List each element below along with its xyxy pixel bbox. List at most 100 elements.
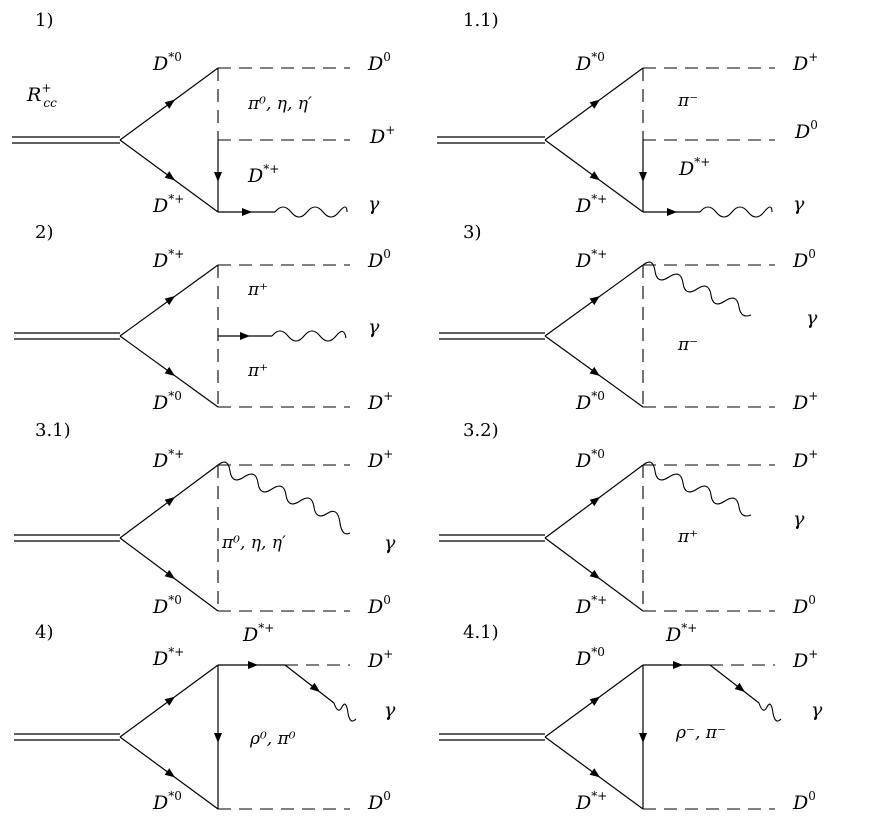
photon-lead-arrow bbox=[240, 332, 250, 340]
diagram-1: 1) R+cc D*0 D*+ D0 D+ γ π⁰, η, η′ D*+ bbox=[12, 10, 395, 218]
lower-line-label: D*+ bbox=[575, 789, 607, 814]
upper-arrow bbox=[164, 497, 175, 507]
out-top-label: D+ bbox=[367, 647, 393, 672]
upper-arrow bbox=[164, 99, 175, 109]
exchange-label: ρ⁻, π⁻ bbox=[675, 723, 726, 743]
upper-arrow bbox=[164, 696, 175, 706]
diagram-number: 2) bbox=[35, 222, 53, 243]
diagram-1-1: 1.1) D*0 D*+ D+ D0 γ π⁻ D*+ bbox=[437, 10, 818, 218]
diagram-3-1: 3.1) D*+ D*0 D+ γ D0 π⁰, η, η′ bbox=[14, 420, 396, 618]
exchange-label: π⁻ bbox=[677, 91, 698, 111]
diagram-4-1: 4.1) D*+ D*0 D*+ D+ γ D0 ρ⁻, π⁻ bbox=[439, 621, 823, 814]
upper-arrow bbox=[589, 696, 600, 706]
out-top-label: D+ bbox=[367, 447, 393, 472]
out-top-label: D0 bbox=[367, 50, 391, 75]
out-mid-label: γ bbox=[793, 508, 805, 530]
photon-wavy-line bbox=[274, 206, 348, 218]
upper-line-label: D*+ bbox=[152, 247, 184, 272]
top-internal-label: D*+ bbox=[665, 621, 697, 646]
lower-arrow bbox=[589, 171, 600, 181]
photon-lead-arrow bbox=[242, 208, 252, 216]
out-mid-label: D0 bbox=[794, 118, 818, 143]
upper-exchange-label: π⁺ bbox=[247, 280, 268, 300]
photon-wavy-line bbox=[333, 702, 357, 722]
lower-line-label: D*+ bbox=[575, 593, 607, 618]
lower-arrow bbox=[164, 569, 175, 579]
lower-line-label: D*0 bbox=[152, 593, 182, 618]
lower-exchange-label: π⁺ bbox=[247, 361, 268, 381]
exchange-arrow bbox=[639, 733, 647, 743]
top-internal-arrow bbox=[248, 661, 258, 669]
exchange-label: π⁺ bbox=[677, 527, 698, 547]
out-mid-label: D+ bbox=[369, 123, 395, 148]
internal-arrow bbox=[639, 172, 647, 182]
lower-line-label: D*0 bbox=[575, 389, 605, 414]
diagram-number: 3) bbox=[463, 222, 481, 243]
photon-lead-line bbox=[709, 664, 760, 704]
out-bottom-label: D0 bbox=[367, 593, 391, 618]
exchange-label: π⁰, η, η′ bbox=[221, 533, 286, 553]
top-internal-arrow bbox=[673, 661, 683, 669]
lower-line-label: D*0 bbox=[152, 789, 182, 814]
lower-line-label: D*0 bbox=[152, 389, 182, 414]
photon-wavy-line bbox=[758, 702, 782, 722]
out-mid-label: γ bbox=[811, 699, 823, 721]
internal-label: D*+ bbox=[678, 155, 710, 180]
photon-lead-arrow bbox=[734, 682, 745, 692]
photon-wavy-line bbox=[642, 261, 752, 317]
photon-wavy-line bbox=[217, 461, 351, 535]
out-bottom-label: γ bbox=[793, 193, 805, 215]
upper-arrow bbox=[589, 497, 600, 507]
exchange-label: π⁰, η, η′ bbox=[247, 94, 312, 114]
lower-arrow bbox=[164, 768, 175, 778]
diagram-3: 3) D*+ D*0 D0 γ D+ π⁻ bbox=[439, 222, 818, 414]
out-mid-label: γ bbox=[368, 316, 380, 338]
exchange-arrow bbox=[214, 733, 222, 743]
diagram-3-2: 3.2) D*0 D*+ D+ γ D0 π⁺ bbox=[439, 420, 818, 618]
out-top-label: D0 bbox=[367, 247, 391, 272]
upper-line-label: D*0 bbox=[575, 50, 605, 75]
diagram-number: 3.1) bbox=[35, 420, 71, 441]
lower-arrow bbox=[589, 768, 600, 778]
diagram-number: 3.2) bbox=[463, 420, 499, 441]
internal-arrow bbox=[214, 172, 222, 182]
lower-line-label: D*+ bbox=[575, 192, 607, 217]
diagram-2: 2) D*+ D*0 D0 γ D+ π⁺ π⁺ bbox=[14, 222, 393, 414]
out-top-label: D+ bbox=[792, 447, 818, 472]
photon-lead-arrow bbox=[309, 682, 320, 692]
photon-wavy-line bbox=[642, 461, 752, 517]
lower-arrow bbox=[164, 366, 175, 376]
out-bottom-label: D+ bbox=[792, 389, 818, 414]
out-bottom-label: D0 bbox=[792, 593, 816, 618]
lower-arrow bbox=[589, 366, 600, 376]
diagram-number: 4) bbox=[35, 622, 53, 643]
top-internal-label: D*+ bbox=[242, 621, 274, 646]
photon-lead-line bbox=[284, 664, 335, 704]
upper-arrow bbox=[589, 99, 600, 109]
lower-arrow bbox=[589, 569, 600, 579]
upper-line-label: D*0 bbox=[575, 447, 605, 472]
diagram-number: 1.1) bbox=[463, 10, 499, 31]
lower-line-label: D*+ bbox=[152, 192, 184, 217]
out-top-label: D0 bbox=[792, 247, 816, 272]
diagram-number: 1) bbox=[35, 10, 53, 31]
exchange-label: π⁻ bbox=[677, 335, 698, 355]
lower-arrow bbox=[164, 171, 175, 181]
internal-label: D*+ bbox=[247, 162, 279, 187]
out-bottom-label: D0 bbox=[367, 789, 391, 814]
out-bottom-label: D+ bbox=[367, 389, 393, 414]
upper-arrow bbox=[164, 296, 175, 306]
photon-wavy-line bbox=[271, 330, 347, 342]
out-mid-label: γ bbox=[384, 699, 396, 721]
upper-line-label: D*0 bbox=[152, 50, 182, 75]
diagram-4: 4) D*+ D*+ D*0 D+ γ D0 ρ⁰, π⁰ bbox=[14, 621, 396, 814]
out-top-label: D+ bbox=[792, 50, 818, 75]
upper-line-label: D*+ bbox=[152, 447, 184, 472]
out-mid-label: γ bbox=[384, 532, 396, 554]
exchange-label: ρ⁰, π⁰ bbox=[249, 729, 296, 749]
out-mid-label: γ bbox=[806, 307, 818, 329]
out-bottom-label: γ bbox=[368, 193, 380, 215]
upper-line-label: D*+ bbox=[152, 645, 184, 670]
diagram-number: 4.1) bbox=[463, 622, 499, 643]
out-top-label: D+ bbox=[792, 647, 818, 672]
